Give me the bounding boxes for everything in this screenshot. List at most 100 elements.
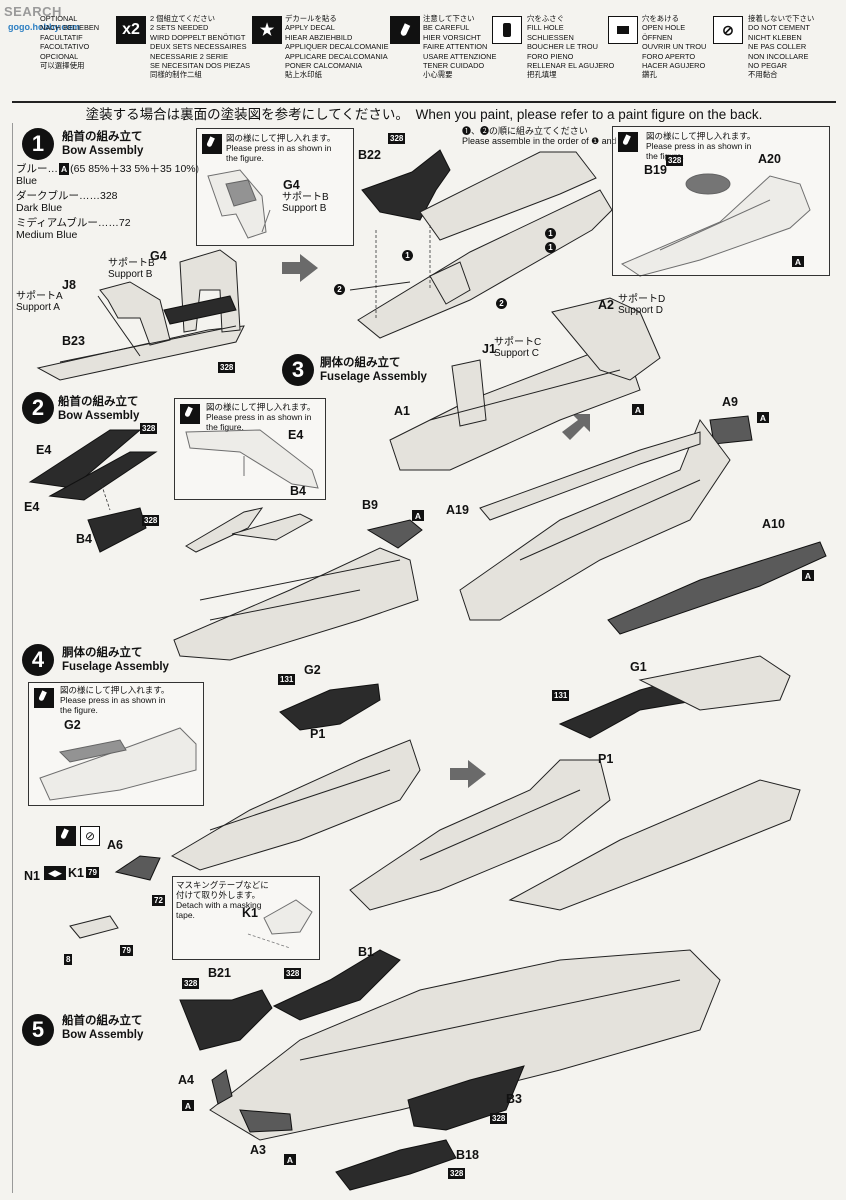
color-tag-79: 79 (86, 867, 99, 878)
next-arrow-1 (282, 254, 318, 282)
part-label-b4: B4 (76, 532, 92, 546)
part-label-a10: A10 (762, 517, 785, 531)
part-label-e4: E4 (36, 443, 52, 457)
step-3-number: 3 (282, 354, 314, 386)
press-note-2: 図の様にして押し入れます。Please press in as shown in… (646, 131, 756, 161)
step4-right-assembly (349, 655, 801, 911)
no-cement-icon: ⊘ (80, 826, 100, 846)
step1-inset-drawing (207, 169, 271, 239)
part-label-b21: B21 (208, 966, 231, 980)
part-label-b22: B22 (358, 148, 381, 162)
step3-assembly-top (389, 297, 753, 471)
order-bullet-2: 2 (496, 298, 507, 309)
order-bullet-1: 1 (545, 228, 556, 239)
press-note-1: 図の様にして押し入れます。Please press in as shown in… (226, 133, 336, 163)
part-label-a1: A1 (394, 404, 410, 418)
color-tag-a: A (284, 1154, 296, 1165)
part-label-b3: B3 (506, 1092, 522, 1106)
part-label-b19: B19 (644, 163, 667, 177)
step1-inset-box (196, 128, 354, 246)
order-bullet-1: 1 (545, 242, 556, 253)
decal-star-icon: ★ (252, 16, 282, 44)
color-tag-328: 328 (182, 978, 200, 989)
color-tag-79: 79 (120, 945, 133, 956)
fill-hole-icon (492, 16, 522, 44)
careful-icon (618, 132, 638, 152)
color-tag-a: A (792, 256, 804, 267)
step5-hull (179, 949, 721, 1191)
part-label-a4: A4 (178, 1073, 194, 1087)
step2-hull (173, 507, 423, 661)
part-label-a3: A3 (250, 1143, 266, 1157)
careful-icon (390, 16, 420, 44)
color-tag-131: 131 (278, 674, 296, 685)
x2-icon: x2 (116, 16, 146, 44)
part-label-b9: B9 (362, 498, 378, 512)
part-label-e4-inset: E4 (288, 428, 304, 442)
step-2-number: 2 (22, 392, 54, 424)
press-note-4: 図の様にして押し入れます。Please press in as shown in… (60, 685, 170, 715)
part-label-p1-right: P1 (598, 752, 614, 766)
part-label-b1: B1 (358, 945, 374, 959)
watermark-site: gogo.hobby.com (8, 22, 80, 32)
color-tag-328: 328 (218, 362, 236, 373)
step4-k1-inset-box (172, 876, 320, 960)
part-label-k1-inset: K1 (242, 906, 258, 920)
masking-tape-note: マスキングテープなどに付けて取り外します。Detach with a maski… (176, 880, 269, 920)
no-cement-icon: ⊘ (713, 16, 743, 44)
step4-inset-box (28, 682, 204, 806)
color-tag-328: 328 (284, 968, 302, 979)
color-tag-328: 328 (448, 1168, 466, 1179)
part-label-a9: A9 (722, 395, 738, 409)
part-label-j8: J8 (62, 278, 76, 292)
step4-k1-inset-drawing (247, 899, 313, 949)
color-tag-328: 328 (140, 423, 158, 434)
part-label-b4-inset: B4 (290, 484, 306, 498)
color-tag-328: 328 (666, 155, 684, 166)
color-tag-328: 328 (388, 133, 406, 144)
step-1-number: 1 (22, 128, 54, 160)
watermark-brand: SEARCH (4, 4, 62, 19)
press-note-3: 図の様にして押し入れます。Please press in as shown in… (206, 402, 316, 432)
step4-hull (69, 683, 421, 939)
open-hole-icon (608, 16, 638, 44)
color-tag-a: A (182, 1100, 194, 1111)
part-label-a20: A20 (758, 152, 781, 166)
step4-inset-drawing (39, 727, 197, 801)
step1-b22-assembly (349, 149, 613, 339)
part-label-b18: B18 (456, 1148, 479, 1162)
part-label-a19: A19 (446, 503, 469, 517)
step1-right-inset-drawing (620, 173, 811, 277)
careful-icon (180, 404, 200, 424)
color-tag-72: 72 (152, 895, 165, 906)
careful-icon (202, 134, 222, 154)
part-label-k1: K1 (68, 866, 84, 880)
order-bullet-2: 2 (334, 284, 345, 295)
part-label-e4: E4 (24, 500, 40, 514)
step-4-number: 4 (22, 644, 54, 676)
color-tag-328: 328 (490, 1113, 508, 1124)
paint-reference-banner: 塗装する場合は裏面の塗装図を参考にしてください。 When you paint,… (12, 101, 836, 123)
careful-icon (56, 826, 76, 846)
part-label-g1: G1 (630, 660, 647, 674)
part-label-a6: A6 (107, 838, 123, 852)
color-tag-a: A (802, 570, 814, 581)
direction-arrow-icon: ◀▶ (44, 866, 66, 880)
step-5-number: 5 (22, 1014, 54, 1046)
color-tag-a: A (412, 510, 424, 521)
part-label-b23: B23 (62, 334, 85, 348)
step1-right-inset-box (612, 126, 830, 276)
